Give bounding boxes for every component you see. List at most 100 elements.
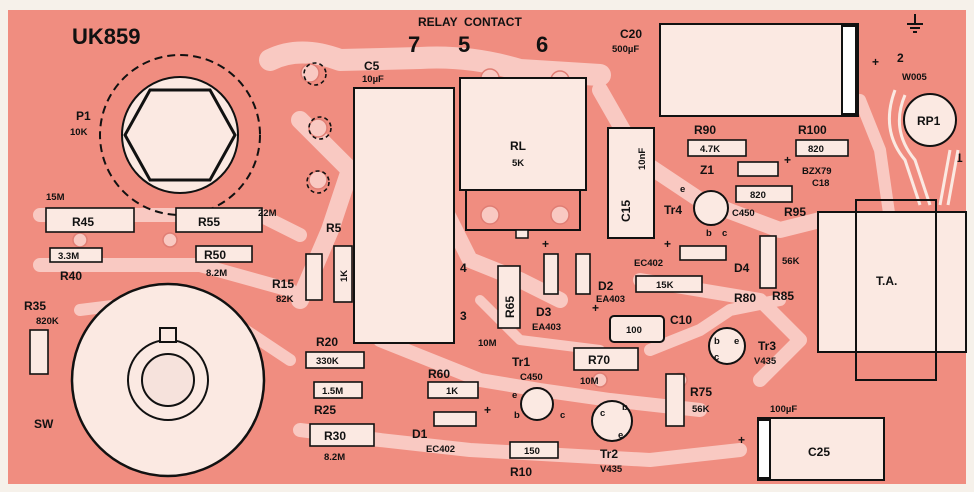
potentiometer-hex-icon — [123, 88, 237, 182]
transistor-tr4-body — [693, 190, 729, 226]
resistor-r10-body — [509, 441, 559, 459]
r65-value: 10M — [478, 338, 497, 349]
capacitor-c20-body — [659, 23, 859, 117]
r35-value: 820K — [36, 316, 59, 327]
d3-ref: D3 — [536, 305, 552, 319]
d4-part: EC402 — [634, 258, 663, 269]
r10-ref: R10 — [510, 465, 532, 479]
c20-value: 500µF — [612, 44, 639, 55]
capacitor-c5-body — [353, 87, 455, 344]
c25-value: 100µF — [770, 404, 797, 415]
tr4-pin-e: e — [680, 184, 685, 195]
rl-ref: RL — [510, 139, 526, 153]
resistor-r95-body — [735, 185, 793, 203]
c15-value: 10nF — [637, 148, 648, 170]
resistor-r50-body — [195, 245, 253, 263]
r5-value: 1K — [339, 270, 350, 282]
tr4-ref: Tr4 — [664, 203, 682, 217]
potentiometer-p1-outline — [99, 54, 261, 216]
rp1-ref: RP1 — [917, 114, 941, 128]
ground-icon — [907, 14, 923, 33]
r75-ref: R75 — [690, 385, 712, 399]
r55-ref: R55 — [198, 215, 220, 229]
r15-ref: R15 — [272, 277, 294, 291]
transistor-tr3-body — [708, 327, 746, 365]
p1-terminals — [303, 62, 332, 194]
r85-value: 56K — [782, 256, 800, 267]
d2-plus: + — [592, 301, 599, 315]
capacitor-c25-body — [757, 417, 885, 481]
r65-ref: R65 — [503, 296, 517, 318]
r35-ref: R35 — [24, 299, 46, 313]
r45-value: 15M — [46, 192, 65, 203]
resistor-r90-body — [687, 139, 747, 157]
tr2-pin-b: b — [622, 402, 628, 413]
tr2-ref: Tr2 — [600, 447, 618, 461]
tr1-part: C450 — [520, 372, 543, 383]
z1-plus: + — [784, 153, 791, 167]
c10-value: 100 — [626, 325, 642, 336]
tr3-pin-e: e — [734, 336, 739, 347]
r40-ref: R40 — [60, 269, 82, 283]
resistor-r55-body — [175, 207, 263, 233]
d2-part: EA403 — [596, 294, 625, 305]
r95-value: 820 — [750, 190, 766, 201]
r85-ref: R85 — [772, 289, 794, 303]
side-pin-4: 4 — [460, 261, 467, 275]
c20-ref: C20 — [620, 27, 642, 41]
r90-value: 4.7K — [700, 144, 720, 155]
capacitor-c15-body — [607, 127, 655, 239]
r80-ref: R80 — [734, 291, 756, 305]
tr1-ref: Tr1 — [512, 355, 530, 369]
switch-sw-tab — [159, 327, 177, 343]
c25-ref: C25 — [808, 445, 830, 459]
board-title: UK859 — [72, 24, 140, 49]
ta-ref: T.A. — [876, 274, 897, 288]
r30-value: 8.2M — [324, 452, 345, 463]
r60-ref: R60 — [428, 367, 450, 381]
capacitor-c25-band — [757, 419, 771, 479]
relay-pin-7: 7 — [408, 32, 420, 57]
rectifier-rp1-body — [903, 93, 957, 147]
r5-ref: R5 — [326, 221, 342, 235]
tr1-pin-c: c — [560, 410, 565, 421]
tr3-ref: Tr3 — [758, 339, 776, 353]
resistor-r20-body — [305, 351, 365, 369]
resistor-r70-body — [573, 347, 639, 371]
c25-plus: + — [738, 433, 745, 447]
resistor-r25-body — [313, 381, 363, 399]
resistor-r45-body — [45, 207, 135, 233]
r90-ref: R90 — [694, 123, 716, 137]
tr3-part: V435 — [754, 356, 777, 367]
tr3-pin-b: b — [714, 336, 720, 347]
diode-d1-body — [433, 411, 477, 427]
c20-plus: + — [872, 55, 879, 69]
transistor-tr1-body — [520, 387, 554, 421]
r10-value: 150 — [524, 446, 540, 457]
resistor-r65-body — [497, 265, 521, 329]
tr1-pin-e: e — [512, 390, 517, 401]
c5-value: 10µF — [362, 74, 384, 85]
tr4-pin-b: b — [706, 228, 712, 239]
relay-rl-body — [459, 77, 587, 191]
r20-value: 330K — [316, 356, 339, 367]
resistor-r85-body — [759, 235, 777, 289]
diode-d4-body — [679, 245, 727, 261]
resistor-r35-body — [29, 329, 49, 375]
tr2-part: V435 — [600, 464, 623, 475]
d3-part: EA403 — [532, 322, 561, 333]
output-pin-2: 2 — [897, 51, 904, 65]
r70-value: 10M — [580, 376, 599, 387]
resistor-r100-body — [795, 139, 849, 157]
resistor-r15-body — [305, 253, 323, 301]
tr1-pin-b: b — [514, 410, 520, 421]
resistor-r60-body — [427, 381, 479, 399]
c5-ref: C5 — [364, 59, 380, 73]
d2-ref: D2 — [598, 279, 614, 293]
p1-ref: P1 — [76, 109, 91, 123]
r25-ref: R25 — [314, 403, 336, 417]
r30-ref: R30 — [324, 429, 346, 443]
r80-value: 15K — [656, 280, 674, 291]
capacitor-c20-band — [841, 25, 857, 115]
